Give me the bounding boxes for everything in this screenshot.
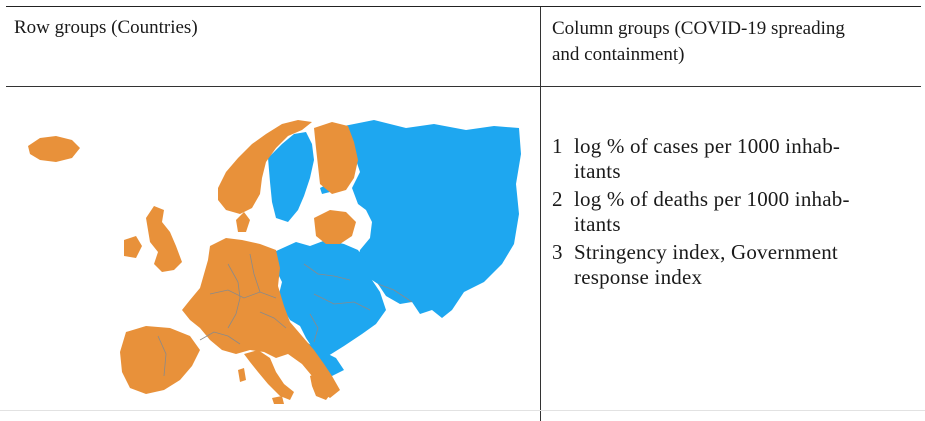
iceland (28, 136, 80, 162)
border-line (209, 289, 277, 299)
column-group-text-line1: log % of cases per 1000 inhab- (574, 134, 841, 158)
greece (310, 372, 332, 400)
orange-country-group (28, 120, 358, 404)
border-line (259, 311, 287, 329)
column-group-text: log % of deaths per 1000 inhab-itants (574, 187, 912, 237)
column-group-number: 1 (552, 134, 563, 158)
sweden (268, 132, 314, 222)
balkans-east-region (306, 342, 344, 376)
border-line (249, 253, 261, 293)
norway (218, 120, 312, 214)
italy (244, 350, 294, 400)
column-group-text-line1: log % of deaths per 1000 inhab- (574, 187, 850, 211)
column-group-item: 1 log % of cases per 1000 inhab-itants (552, 134, 912, 184)
ireland (124, 236, 142, 258)
great-britain (146, 206, 182, 272)
europe-map-svg (28, 120, 521, 404)
column-group-text-line2: itants (574, 159, 621, 183)
border-line (303, 263, 351, 281)
table-column-divider (540, 7, 541, 421)
border-line (157, 335, 167, 377)
europe-country-groups-map (14, 114, 524, 406)
column-groups-header-line2: and containment) (552, 44, 685, 65)
column-group-number: 3 (552, 240, 563, 264)
sicily (272, 396, 284, 404)
column-group-item: 2 log % of deaths per 1000 inhab-itants (552, 187, 912, 237)
baltic-states (314, 210, 356, 244)
sardinia (238, 368, 246, 382)
column-group-text-line2: response index (574, 265, 703, 289)
country-borders (157, 253, 413, 377)
central-western-europe (182, 238, 340, 398)
column-groups-header-line1: Column groups (COVID-19 spreading (552, 18, 845, 39)
column-group-text-line1: Stringency index, Government (574, 240, 838, 264)
russia-region (344, 120, 521, 318)
column-groups-header: Column groups (COVID-19 spreading and co… (552, 16, 922, 68)
border-line (199, 331, 241, 345)
eastern-europe-region (274, 240, 386, 356)
border-line (309, 313, 319, 343)
column-group-number: 2 (552, 187, 563, 211)
blue-country-group (268, 120, 521, 376)
border-line (313, 293, 371, 311)
border-line (377, 283, 413, 303)
iberian-peninsula (120, 326, 200, 394)
table-header-rule (6, 86, 921, 87)
column-groups-list: 1 log % of cases per 1000 inhab-itants 2 lo… (552, 134, 912, 293)
finland (314, 122, 358, 194)
border-line (227, 263, 241, 329)
denmark (236, 212, 250, 232)
table-top-rule (6, 6, 921, 7)
column-group-text: log % of cases per 1000 inhab-itants (574, 134, 912, 184)
column-group-text-line2: itants (574, 212, 621, 236)
row-groups-header: Row groups (Countries) (14, 17, 198, 38)
table-bottom-rule (0, 410, 925, 411)
